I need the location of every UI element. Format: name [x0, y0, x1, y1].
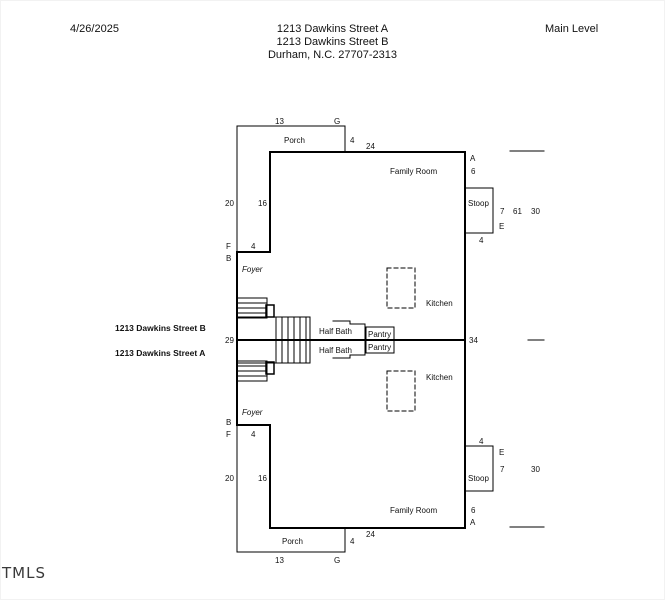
stoop-label-bottom: Stoop	[468, 474, 489, 483]
dim-left-inner-bottom: 16	[258, 474, 267, 483]
porch-label-top: Porch	[284, 136, 305, 145]
dim-center-left: 29	[225, 336, 234, 345]
dim-foyer-step-top: 4	[251, 242, 256, 251]
dim-stoop-width-bottom: 4	[479, 437, 484, 446]
pantry-bottom-box	[365, 339, 395, 354]
unit-b-label: 1213 Dawkins Street B	[115, 323, 206, 333]
stair-post-bottom	[265, 361, 275, 375]
dim-b-top: B	[226, 254, 231, 263]
plan-date: 4/26/2025	[70, 23, 119, 35]
dim-six-bottom: 6	[471, 506, 476, 515]
stoop-top	[464, 187, 494, 234]
dim-center-right: 34	[469, 336, 478, 345]
half-bath-label-bottom: Half Bath	[319, 346, 352, 355]
unit-a-label: 1213 Dawkins Street A	[115, 348, 206, 358]
stoop-label-top: Stoop	[468, 199, 489, 208]
foyer-label-bottom: Foyer	[242, 408, 263, 417]
dim-g-top: G	[334, 117, 340, 126]
kitchen-label-bottom: Kitchen	[426, 373, 453, 382]
family-room-label-bottom: Family Room	[390, 506, 437, 515]
pantry-label-bottom: Pantry	[368, 343, 391, 352]
dim-width-bottom: 24	[366, 530, 375, 539]
half-bath-label-top: Half Bath	[319, 327, 352, 336]
dim-foyer-step-bottom: 4	[251, 430, 256, 439]
dim-porch-depth-top: 4	[350, 136, 355, 145]
unit-b-wall	[236, 151, 466, 341]
address-line-1: 1213 Dawkins Street A	[276, 23, 389, 35]
dim-porch-width-top: 13	[275, 117, 284, 126]
dim-g-bottom: G	[334, 556, 340, 565]
stoop-bottom	[464, 445, 494, 492]
dim-a-top: A	[470, 154, 476, 163]
porch-label-bottom: Porch	[282, 537, 303, 546]
dim-e-top: E	[499, 222, 504, 231]
dim-b-bottom: B	[226, 418, 231, 427]
dim-right-total-top: 30	[531, 207, 540, 216]
unit-a-wall	[236, 339, 466, 529]
porch-bottom	[236, 424, 346, 553]
dim-left-inner-top: 16	[258, 199, 267, 208]
dim-f-bottom: F	[226, 430, 231, 439]
dim-left-outer-bottom: 20	[225, 474, 234, 483]
dim-f-top: F	[226, 242, 231, 251]
address-line-2: 1213 Dawkins Street B	[276, 36, 389, 48]
stair-treads	[237, 302, 307, 377]
pantry-label-top: Pantry	[368, 330, 391, 339]
address-line-3: Durham, N.C. 27707-2313	[267, 49, 397, 61]
dim-width-top: 24	[366, 142, 375, 151]
kitchen-island-bottom	[386, 370, 416, 412]
porch-top	[236, 125, 346, 253]
dim-stoop-width-top: 4	[479, 236, 484, 245]
stair-run-bottom	[236, 339, 311, 364]
dim-stoop-total: 61	[513, 207, 522, 216]
dim-left-outer-top: 20	[225, 199, 234, 208]
dim-six-top: 6	[471, 167, 476, 176]
dim-stoop-depth-bottom: 7	[500, 465, 505, 474]
dim-e-bottom: E	[499, 448, 504, 457]
kitchen-island-top	[386, 267, 416, 309]
foyer-label-top: Foyer	[242, 265, 263, 274]
dim-porch-width-bottom: 13	[275, 556, 284, 565]
plan-level: Main Level	[545, 23, 599, 35]
dim-a-bottom: A	[470, 518, 476, 527]
dim-stoop-depth-top: 7	[500, 207, 505, 216]
half-bath-top-wall	[332, 320, 366, 341]
stair-run-top	[236, 316, 311, 341]
mls-watermark: TMLS	[2, 564, 46, 582]
dim-porch-depth-bottom: 4	[350, 537, 355, 546]
half-bath-bottom-wall	[332, 339, 366, 359]
family-room-label-top: Family Room	[390, 167, 437, 176]
kitchen-label-top: Kitchen	[426, 299, 453, 308]
dim-right-total-bottom: 30	[531, 465, 540, 474]
